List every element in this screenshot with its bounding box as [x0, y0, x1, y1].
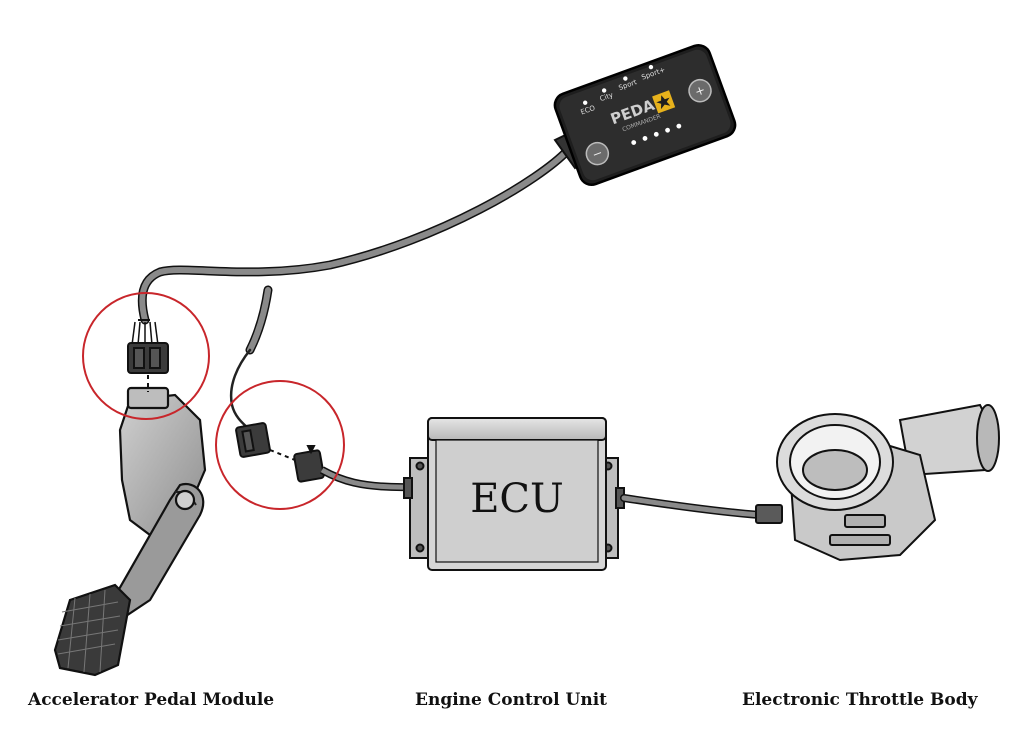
star-icon: [652, 90, 676, 114]
pedal-commander-controller: PEDAL COMMANDER ECO City Sport Sport+: [553, 43, 737, 187]
highlight-circles: [82, 292, 345, 510]
pedal-side-connector: [127, 319, 169, 392]
electronic-throttle-body: [755, 403, 1000, 562]
caption-accelerator-pedal-module: Accelerator Pedal Module: [28, 690, 275, 710]
ecu-throttle-cable: [620, 494, 764, 519]
ecu-box: ECU: [403, 417, 625, 571]
controller-cable: [137, 145, 573, 432]
harness-connector-pair: [235, 422, 411, 492]
level-leds: [631, 123, 682, 145]
caption-electronic-throttle-body: Electronic Throttle Body: [742, 690, 978, 710]
minus-button: −: [585, 141, 610, 166]
minus-icon: −: [590, 145, 604, 162]
mode-leds: [582, 64, 654, 105]
plus-button: +: [688, 78, 712, 103]
pedal-pad-grip: [57, 589, 121, 673]
ecu-label: ECU: [470, 476, 564, 522]
plus-icon: +: [693, 82, 707, 99]
accelerator-pedal-module: [53, 386, 207, 677]
caption-engine-control-unit: Engine Control Unit: [415, 690, 608, 710]
